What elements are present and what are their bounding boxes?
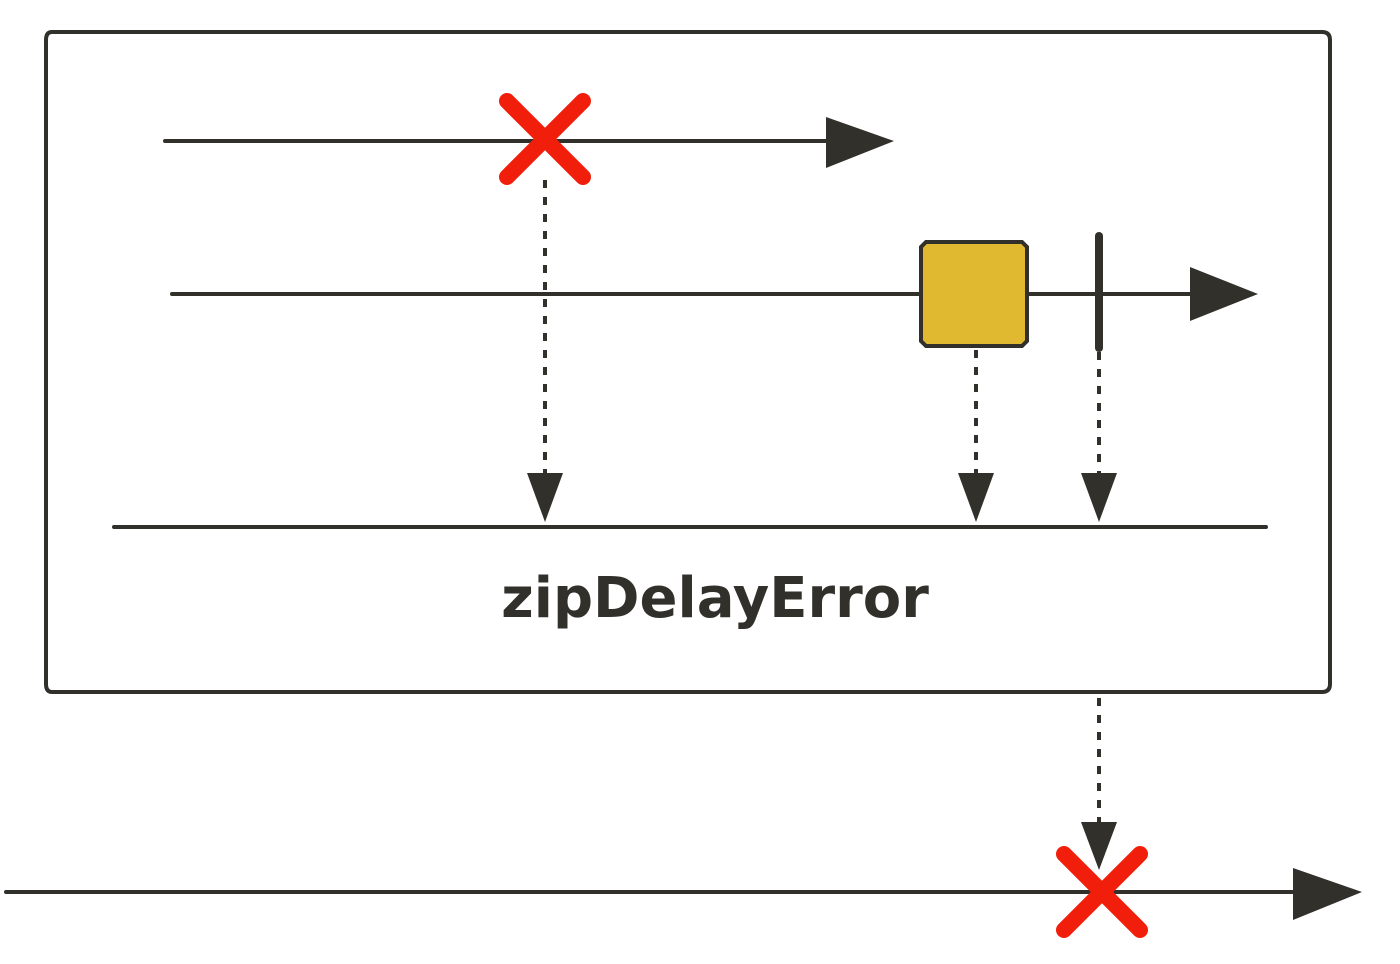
item-square xyxy=(919,240,1029,348)
source-2-item-connector xyxy=(958,350,994,522)
source-2-arrowhead xyxy=(1190,267,1258,321)
source-1-arrowhead xyxy=(826,117,894,168)
error-x-icon xyxy=(1056,846,1148,938)
output-arrowhead xyxy=(1293,868,1362,920)
source-1-timeline xyxy=(163,117,894,168)
operator-name: zipDelayError xyxy=(501,566,929,631)
connector-arrowhead xyxy=(527,473,563,522)
source-2-complete-connector xyxy=(1081,352,1117,522)
output-error-connector xyxy=(1081,698,1117,870)
connector-arrowhead xyxy=(1081,822,1117,870)
output-timeline xyxy=(4,868,1362,920)
source-1-error-connector xyxy=(527,180,563,522)
connector-arrowhead xyxy=(1081,473,1117,522)
error-x-icon xyxy=(499,93,591,185)
operator-box xyxy=(44,30,1332,694)
connector-arrowhead xyxy=(958,473,994,522)
